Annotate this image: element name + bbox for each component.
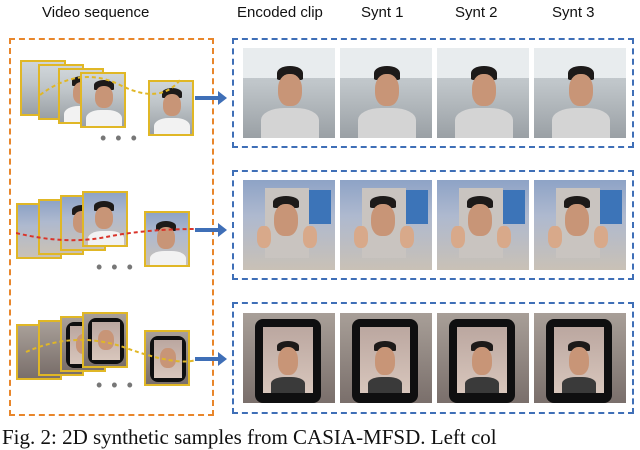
header-synt2: Synt 2 (455, 4, 498, 21)
row3-synt2-image (437, 313, 529, 403)
row1-arrow (195, 96, 219, 100)
row3-synt3-image (534, 313, 626, 403)
row2-encoded-clip-image (243, 180, 335, 270)
header-synt1: Synt 1 (361, 4, 404, 21)
row1-ellipsis: • • • (100, 133, 139, 143)
row3-encoded-clip-image (243, 313, 335, 403)
header-encoded-clip: Encoded clip (237, 4, 323, 21)
row2-synt2-image (437, 180, 529, 270)
row1-synt3-image (534, 48, 626, 138)
header-synt3: Synt 3 (552, 4, 595, 21)
row2-synt1-image (340, 180, 432, 270)
row2-ellipsis: • • • (96, 262, 135, 272)
row1-encoded-clip-image (243, 48, 335, 138)
row3-frame-stack (16, 310, 206, 410)
row1-synt2-image (437, 48, 529, 138)
header-video-sequence: Video sequence (42, 4, 149, 21)
row2-arrow (195, 228, 219, 232)
row1-synt1-image (340, 48, 432, 138)
row3-synt1-image (340, 313, 432, 403)
row3-ellipsis: • • • (96, 380, 135, 390)
row2-synt3-image (534, 180, 626, 270)
row3-trajectory (16, 310, 206, 410)
figure-caption: Fig. 2: 2D synthetic samples from CASIA-… (2, 425, 497, 450)
row3-arrow (195, 357, 219, 361)
